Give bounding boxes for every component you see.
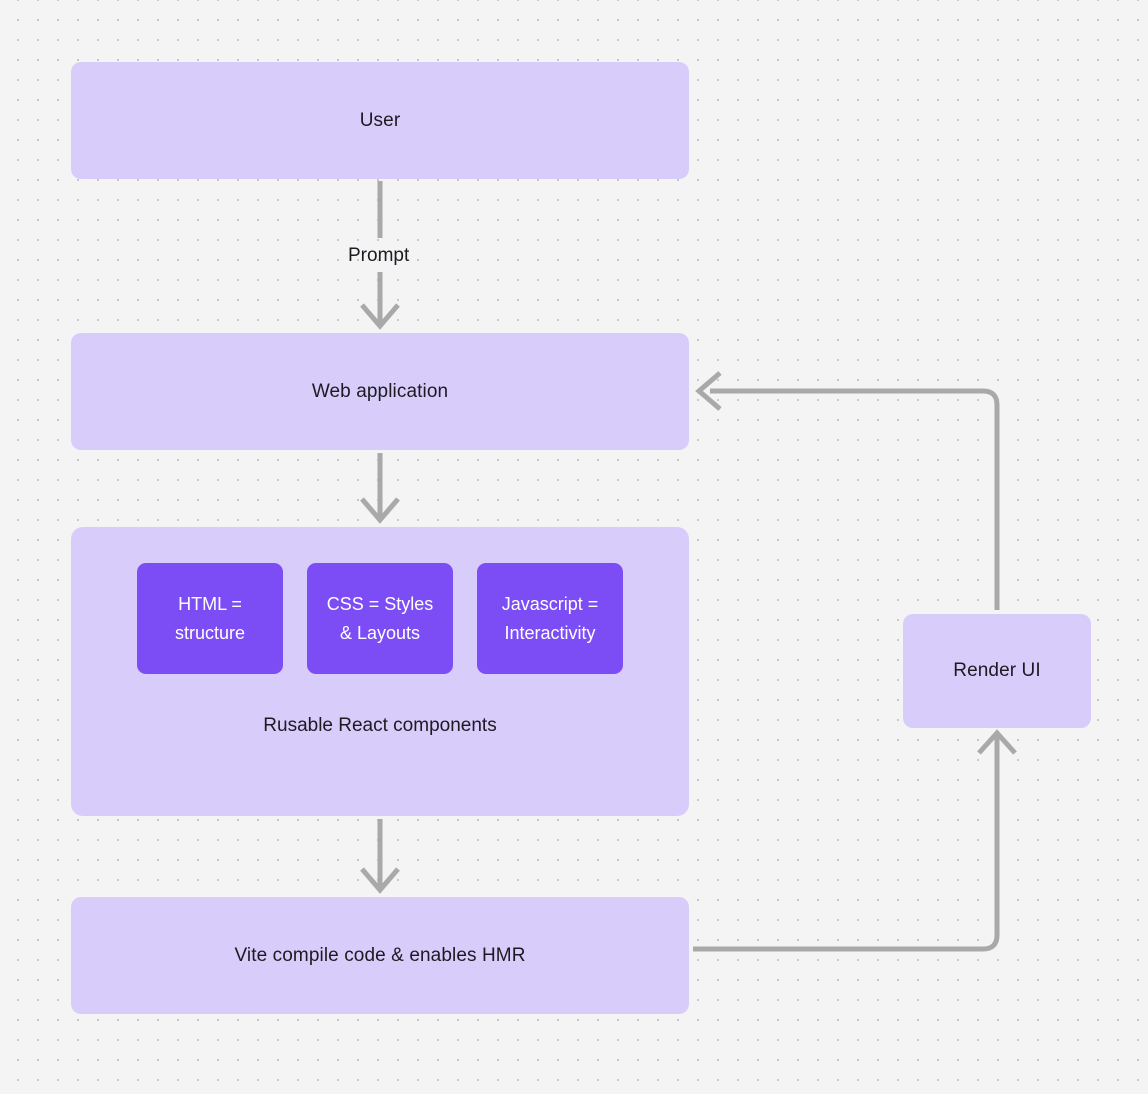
arrowhead-up-to-render — [977, 729, 1017, 755]
arrowhead-down-to-vite — [360, 867, 400, 894]
node-render-ui[interactable]: Render UI — [903, 614, 1091, 728]
subnode-html-label: HTML = structure — [174, 593, 246, 643]
edge-render-to-webapp — [710, 388, 1000, 610]
subnode-css[interactable]: CSS = Styles & Layouts — [307, 563, 453, 674]
arrowhead-left-to-webapp — [695, 371, 722, 411]
subnode-javascript[interactable]: Javascript = Interactivity — [477, 563, 623, 674]
node-react-components[interactable]: HTML = structure CSS = Styles & Layouts … — [71, 527, 689, 816]
node-web-application-label: Web application — [311, 380, 449, 402]
arrowhead-down-to-components — [360, 497, 400, 524]
node-vite-label: Vite compile code & enables HMR — [234, 944, 526, 966]
node-web-application[interactable]: Web application — [71, 333, 689, 450]
subnode-javascript-label: Javascript = Interactivity — [501, 593, 599, 643]
node-user[interactable]: User — [71, 62, 689, 179]
node-user-label: User — [359, 109, 401, 131]
node-render-ui-label: Render UI — [953, 660, 1041, 682]
edge-vite-to-render — [693, 735, 1000, 952]
arrowhead-down-to-webapp — [360, 303, 400, 330]
edge-label-prompt: Prompt — [348, 245, 410, 266]
subnode-html[interactable]: HTML = structure — [137, 563, 283, 674]
node-vite[interactable]: Vite compile code & enables HMR — [71, 897, 689, 1014]
react-component-group: HTML = structure CSS = Styles & Layouts … — [71, 563, 689, 674]
subnode-css-label: CSS = Styles & Layouts — [326, 593, 434, 643]
node-react-components-caption: Rusable React components — [263, 715, 497, 736]
